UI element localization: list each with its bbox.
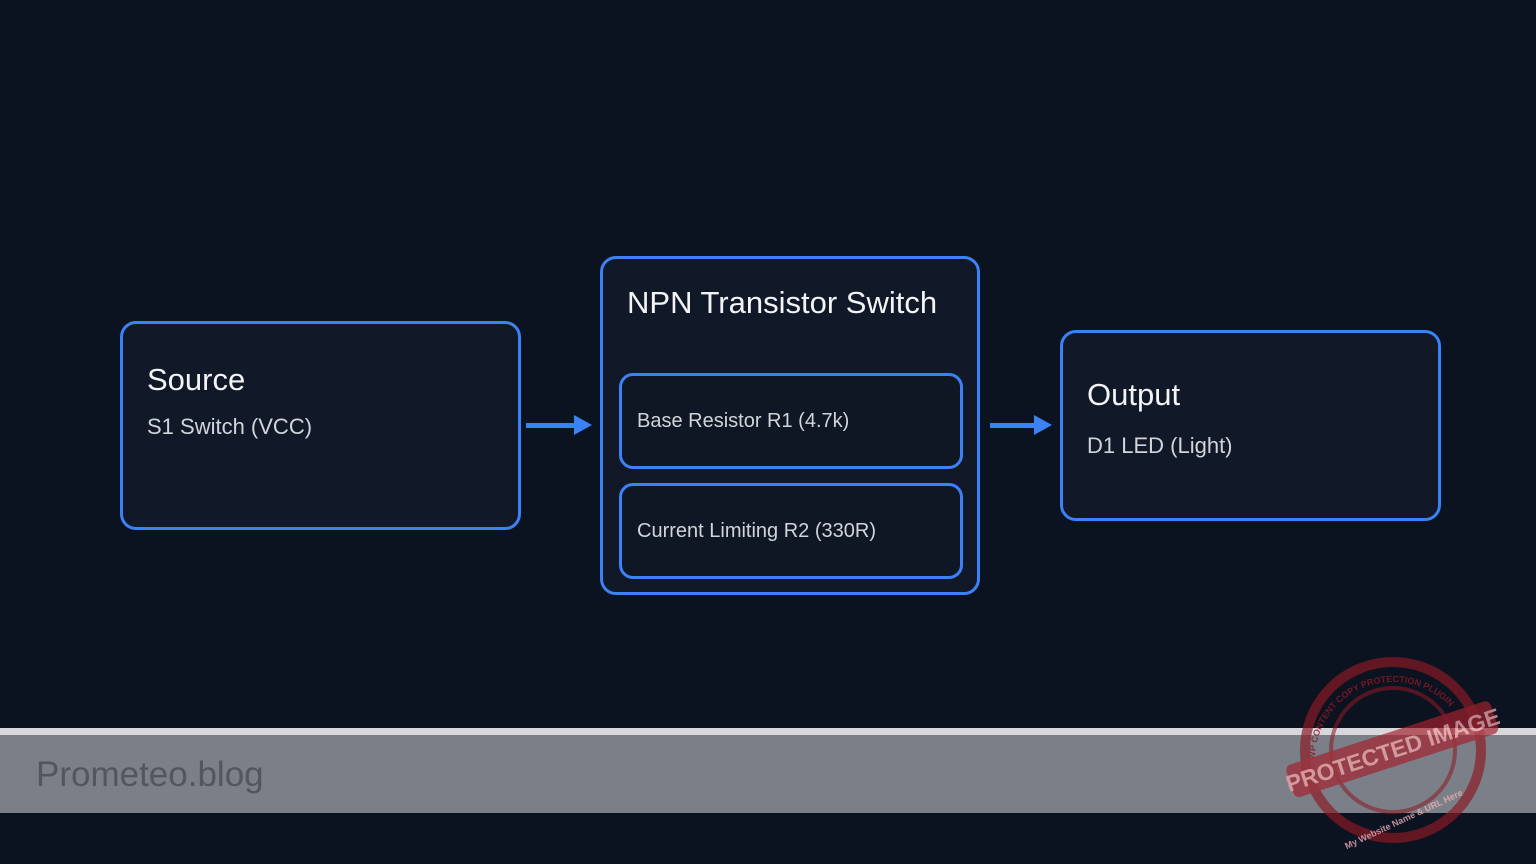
protected-image-stamp: WP CONTENT COPY PROTECTION PLUGIN PROTEC… bbox=[1285, 657, 1500, 850]
source-title: Source bbox=[147, 362, 246, 397]
base-resistor-node: Base Resistor R1 (4.7k) bbox=[619, 373, 963, 469]
transistor-title: NPN Transistor Switch bbox=[627, 285, 938, 320]
arrow-source-to-transistor bbox=[526, 415, 592, 435]
footer-bar: Prometeo.blog bbox=[0, 735, 1536, 813]
current-limiting-node: Current Limiting R2 (330R) bbox=[619, 483, 963, 579]
transistor-group: NPN Transistor Switch Base Resistor R1 (… bbox=[600, 256, 980, 595]
base-resistor-label: Base Resistor R1 (4.7k) bbox=[637, 410, 850, 432]
output-node: Output D1 LED (Light) bbox=[1060, 330, 1441, 521]
source-node: Source S1 Switch (VCC) bbox=[120, 321, 521, 530]
current-limiting-label: Current Limiting R2 (330R) bbox=[637, 520, 876, 542]
output-title: Output bbox=[1087, 377, 1181, 412]
footer-brand: Prometeo.blog bbox=[36, 755, 264, 794]
footer-divider bbox=[0, 728, 1536, 735]
source-subtitle: S1 Switch (VCC) bbox=[147, 414, 313, 439]
output-subtitle: D1 LED (Light) bbox=[1087, 433, 1233, 458]
arrow-transistor-to-output bbox=[990, 415, 1052, 435]
